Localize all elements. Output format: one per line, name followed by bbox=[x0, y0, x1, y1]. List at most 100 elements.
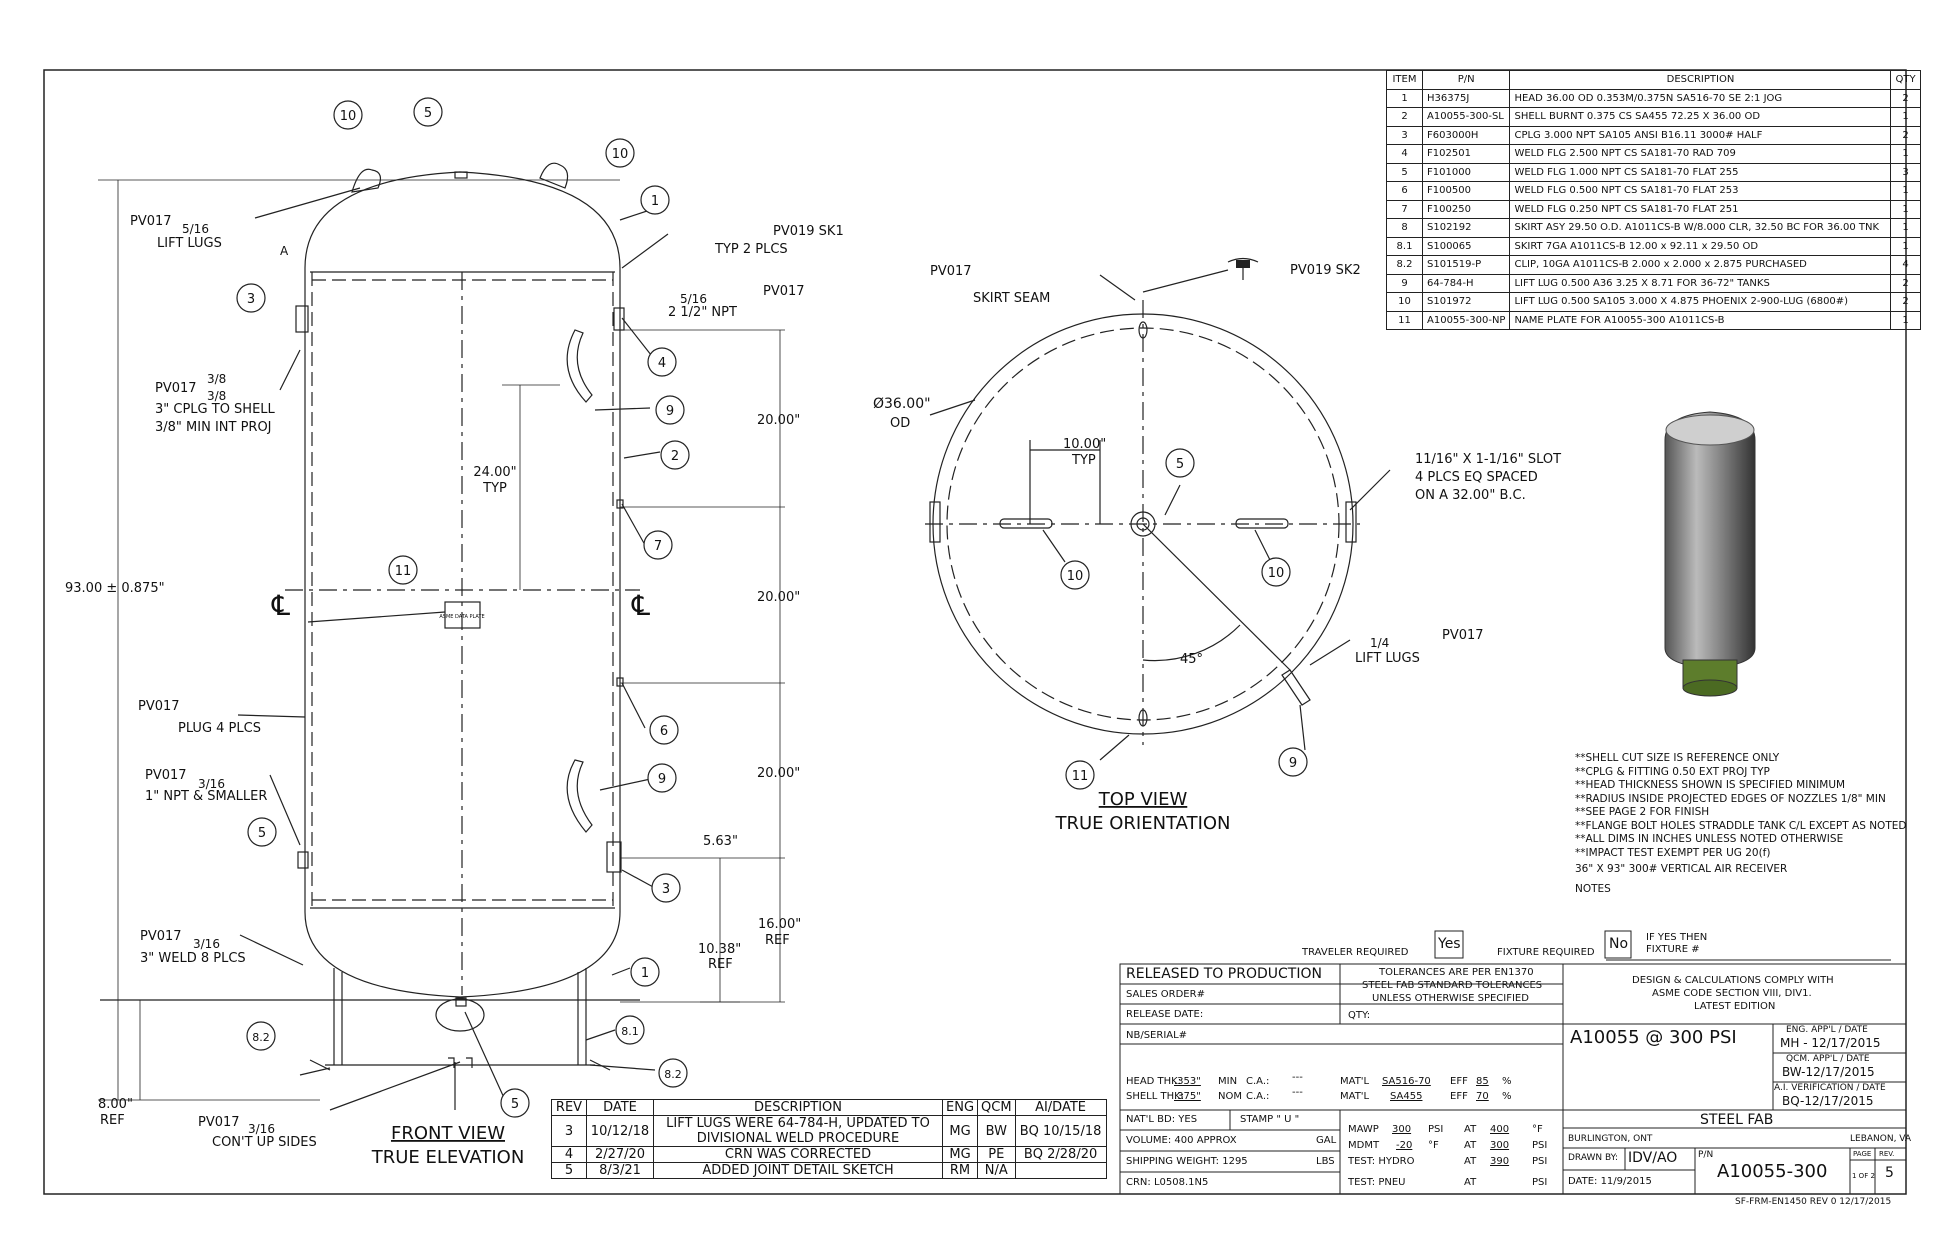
revision-cell-rev: 5 bbox=[551, 1162, 587, 1179]
dim-8: 8.00" bbox=[98, 1097, 133, 1112]
revision-cell-qcm: N/A bbox=[977, 1162, 1016, 1179]
revision-cell-rev: 3 bbox=[551, 1115, 587, 1147]
test-hydro-label: TEST: HYDRO bbox=[1348, 1156, 1415, 1167]
revision-cell-ai bbox=[1014, 1162, 1107, 1179]
head-ca-label: C.A.: bbox=[1246, 1076, 1270, 1087]
mawp-degf: °F bbox=[1532, 1124, 1543, 1135]
note-line: **IMPACT TEST EXEMPT PER UG 20(f) bbox=[1575, 846, 1771, 859]
bom-cell-description: WELD FLG 1.000 NPT CS SA181-70 FLAT 255 bbox=[1509, 162, 1892, 182]
note-line: **CPLG & FITTING 0.50 EXT PROJ TYP bbox=[1575, 765, 1770, 778]
head-matl-value: SA516-70 bbox=[1382, 1076, 1431, 1087]
bom-cell-description: NAME PLATE FOR A10055-300 A1011CS-B bbox=[1509, 310, 1892, 330]
revision-cell-date: 8/3/21 bbox=[586, 1162, 654, 1179]
pneu-psi: PSI bbox=[1532, 1177, 1548, 1188]
bom-header-description: DESCRIPTION bbox=[1509, 70, 1892, 90]
frac-14: 1/4 bbox=[1370, 636, 1389, 650]
location-1: BURLINGTON, ONT bbox=[1568, 1134, 1653, 1144]
bom-cell-item: 8.1 bbox=[1386, 236, 1423, 256]
dim-24: 24.00" bbox=[473, 465, 516, 480]
front-labels: PV017 5/16 LIFT LUGS A PV019 SK1 TYP 2 P… bbox=[65, 214, 844, 1168]
balloon-9b: 9 bbox=[658, 772, 666, 787]
balloon-8-2b: 8.2 bbox=[664, 1068, 682, 1081]
bom-header-pn: P/N bbox=[1421, 70, 1511, 90]
pneu-at: AT bbox=[1464, 1177, 1477, 1188]
page-value: 1 OF 2 bbox=[1852, 1172, 1875, 1180]
top-balloon-9: 9 bbox=[1289, 756, 1297, 771]
ai-verification-label: A.I. VERIFICATION / DATE bbox=[1774, 1083, 1886, 1093]
lift-lug-left bbox=[351, 168, 382, 193]
mawp-at: AT bbox=[1464, 1124, 1477, 1135]
note-line: **ALL DIMS IN INCHES UNLESS NOTED OTHERW… bbox=[1575, 833, 1844, 845]
bom-cell-item: 3 bbox=[1386, 125, 1423, 145]
pv017-label-5: PV017 bbox=[145, 768, 187, 783]
dim-24-typ: TYP bbox=[482, 481, 507, 496]
rev-header-description: DESCRIPTION bbox=[653, 1099, 943, 1116]
mawp-value: 300 bbox=[1392, 1124, 1412, 1135]
pv017-label-3: PV017 bbox=[155, 381, 197, 396]
revision-cell-desc: CRN WAS CORRECTED bbox=[653, 1146, 943, 1163]
note-line: **RADIUS INSIDE PROJECTED EDGES OF NOZZL… bbox=[1575, 792, 1886, 805]
bom-cell-item: 7 bbox=[1386, 199, 1423, 219]
bom-cell-description: LIFT LUG 0.500 A36 3.25 X 8.71 FOR 36-72… bbox=[1509, 273, 1892, 293]
qcm-approval-label: QCM. APP'L / DATE bbox=[1786, 1054, 1870, 1064]
dim-20-a: 20.00" bbox=[757, 413, 800, 428]
tank-render-icon bbox=[1664, 411, 1756, 697]
qcm-approval-value: BW-12/17/2015 bbox=[1782, 1065, 1875, 1079]
shell-ca-label: C.A.: bbox=[1246, 1091, 1270, 1102]
weld-8-label: 3" WELD 8 PLCS bbox=[140, 951, 246, 966]
top-view bbox=[925, 257, 1391, 761]
typ-2-plcs-label: TYP 2 PLCS bbox=[714, 242, 788, 257]
balloon-4: 4 bbox=[658, 356, 666, 371]
if-yes-label: IF YES THEN bbox=[1646, 932, 1708, 943]
side-lug-upper bbox=[566, 329, 593, 403]
fixture-label: FIXTURE REQUIRED bbox=[1497, 947, 1595, 958]
revision-cell-ai: BQ 10/15/18 bbox=[1014, 1115, 1107, 1147]
dim-16: 16.00" bbox=[758, 917, 801, 932]
company-name: STEEL FAB bbox=[1700, 1112, 1774, 1128]
balloon-3a: 3 bbox=[247, 292, 255, 307]
dim-10: 10.00" bbox=[1063, 437, 1106, 452]
form-number: SF-FRM-EN1450 REV 0 12/17/2015 bbox=[1735, 1197, 1892, 1207]
bom-cell-description: SKIRT 7GA A1011CS-B 12.00 x 92.11 x 29.5… bbox=[1509, 236, 1892, 256]
side-lug-lower bbox=[566, 759, 593, 833]
shell-eff-value: 70 bbox=[1476, 1091, 1489, 1102]
fixture-value: No bbox=[1609, 936, 1629, 952]
bom-cell-qty: 2 bbox=[1890, 88, 1921, 108]
npt-212-label: 2 1/2" NPT bbox=[668, 305, 737, 320]
head-eff-value: 85 bbox=[1476, 1076, 1489, 1087]
rev-header-rev: REV bbox=[551, 1099, 587, 1116]
revision-cell-desc: ADDED JOINT DETAIL SKETCH bbox=[653, 1162, 943, 1179]
hydro-at: AT bbox=[1464, 1156, 1477, 1167]
shell-matl-label: MAT'L bbox=[1340, 1091, 1370, 1102]
bom-cell-pn: S101519-P bbox=[1421, 255, 1511, 275]
mdmt-value: -20 bbox=[1396, 1140, 1413, 1151]
rev-header-ai: AI/DATE bbox=[1014, 1099, 1107, 1116]
revision-cell-desc: LIFT LUGS WERE 64-784-H, UPDATED TO DIVI… bbox=[653, 1115, 943, 1147]
balloon-10b: 10 bbox=[612, 147, 629, 162]
plug-label: PLUG 4 PLCS bbox=[178, 721, 261, 736]
bom-cell-description: WELD FLG 2.500 NPT CS SA181-70 RAD 709 bbox=[1509, 144, 1892, 164]
frac-38-2: 3/8 bbox=[207, 389, 226, 403]
volume-unit: GAL bbox=[1316, 1135, 1337, 1146]
top-balloon-5: 5 bbox=[1176, 457, 1184, 472]
revision-cell-date: 10/12/18 bbox=[586, 1115, 654, 1147]
balloon-8-2a: 8.2 bbox=[252, 1031, 270, 1044]
npt-small-label: 1" NPT & SMALLER bbox=[145, 789, 267, 804]
bom-cell-qty: 1 bbox=[1890, 218, 1921, 238]
bom-cell-qty: 1 bbox=[1890, 199, 1921, 219]
rev-label: REV. bbox=[1879, 1150, 1895, 1158]
release-date-label: RELEASE DATE: bbox=[1126, 1009, 1204, 1020]
dim-10-typ: TYP bbox=[1071, 453, 1096, 468]
bom-cell-pn: S102192 bbox=[1421, 218, 1511, 238]
pn-value: A10055-300 bbox=[1717, 1161, 1828, 1182]
front-view-subtitle: TRUE ELEVATION bbox=[371, 1147, 525, 1168]
cplg-label: 3" CPLG TO SHELL bbox=[155, 402, 276, 417]
front-balloon-labels: 10 5 10 1 3 4 9 2 7 11 6 9 5 3 1 8.1 8.2… bbox=[247, 106, 1297, 1112]
